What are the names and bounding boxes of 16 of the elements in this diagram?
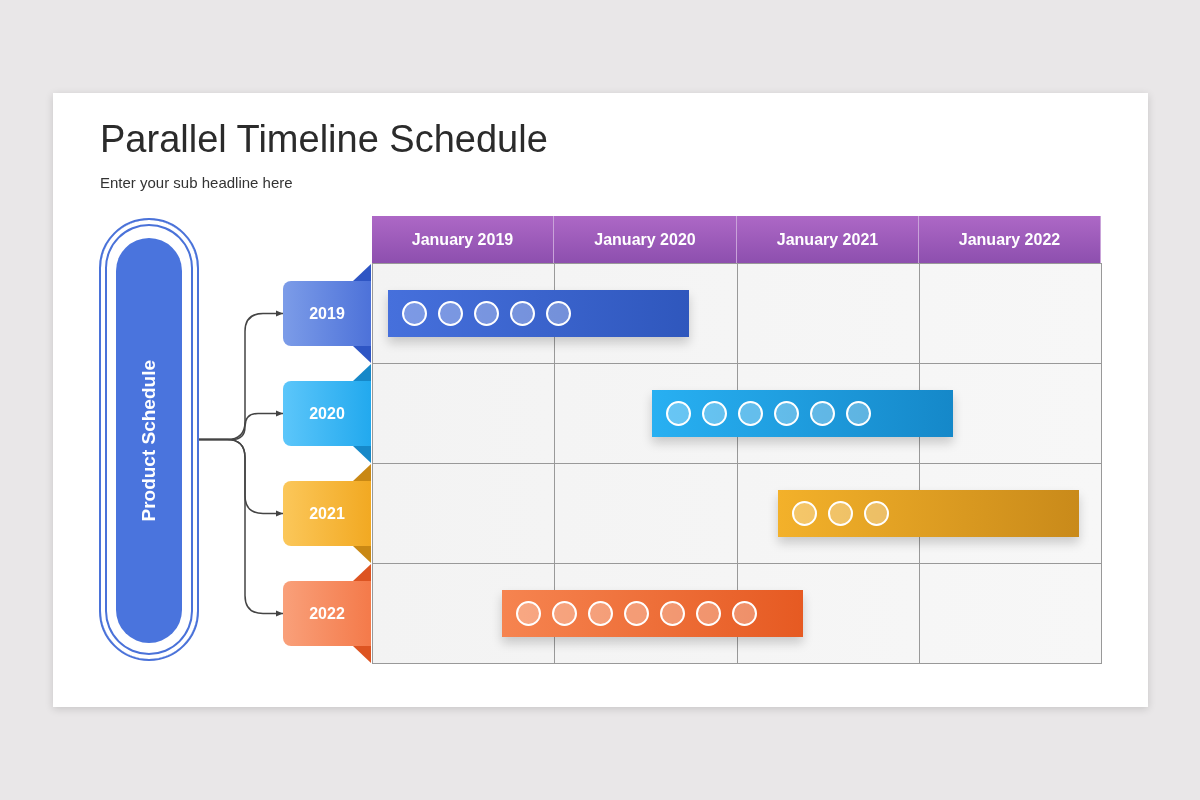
column-header: January 2021 (737, 216, 919, 263)
year-tab: 2020 (283, 381, 371, 446)
title: Parallel Timeline Schedule (100, 118, 548, 161)
timeline-bar (502, 590, 803, 637)
timeline-bar (652, 390, 953, 437)
branch-arrow (198, 438, 284, 617)
pill-label: Product Schedule (138, 359, 160, 522)
year-tab: 2019 (283, 281, 371, 346)
column-header: January 2022 (919, 216, 1101, 263)
column-header: January 2020 (554, 216, 737, 263)
subtitle: Enter your sub headline here (100, 174, 293, 191)
year-tab: 2021 (283, 481, 371, 546)
year-tab: 2022 (283, 581, 371, 646)
column-header: January 2019 (372, 216, 554, 263)
timeline-bar (778, 490, 1079, 537)
timeline-bar (388, 290, 689, 337)
